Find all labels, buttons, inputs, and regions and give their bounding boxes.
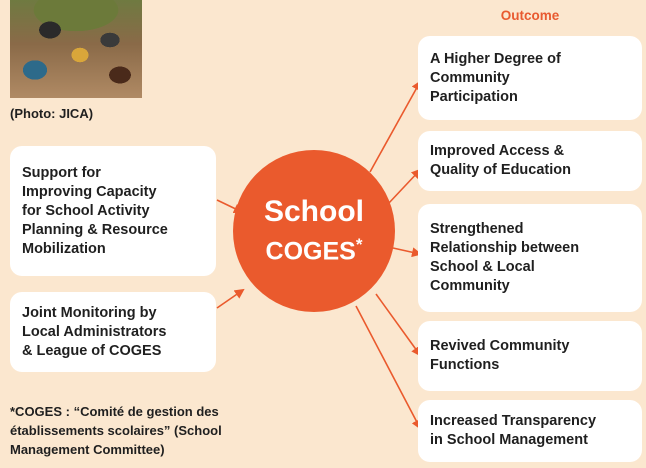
input-box-joint-monitoring: Joint Monitoring by Local Administrators…: [10, 292, 216, 372]
arrow-outcome-1: [369, 80, 421, 173]
center-title-line1: School: [263, 194, 364, 228]
photo-credit: (Photo: JICA): [10, 106, 94, 121]
outcome-box-transparency: Increased Transparency in School Managem…: [418, 400, 642, 462]
school-coges-circle: School COGES*: [233, 150, 395, 312]
outcome-label: A Higher Degree of Community Participati…: [430, 50, 561, 105]
arrow-outcome-2: [387, 168, 422, 205]
outcome-label: Improved Access & Quality of Education: [430, 143, 571, 178]
center-title-line2: COGES*: [266, 229, 363, 267]
arrow-outcome-5: [355, 305, 421, 430]
input-label-joint-monitoring: Joint Monitoring by Local Administrators…: [22, 304, 167, 359]
outcome-heading: Outcome: [500, 8, 560, 23]
photo-jica: [10, 0, 142, 98]
arrow-input-2: [216, 288, 245, 309]
coges-footnote: *COGES : “Comité de gestion des établiss…: [10, 404, 222, 457]
outcome-box-relationship: Strengthened Relationship between School…: [418, 204, 642, 312]
arrow-outcome-4: [375, 293, 422, 357]
outcome-label: Strengthened Relationship between School…: [430, 221, 580, 294]
input-label-capacity-support: Support for Improving Capacity for Schoo…: [22, 164, 168, 257]
outcome-box-community-participation: A Higher Degree of Community Participati…: [418, 36, 642, 120]
arrow-outcome-3: [392, 247, 422, 258]
outcome-box-access-quality: Improved Access & Quality of Education: [418, 131, 642, 191]
outcome-label: Revived Community Functions: [430, 338, 570, 373]
outcome-label: Increased Transparency in School Managem…: [430, 413, 597, 448]
center-coges-label: COGES: [265, 237, 356, 266]
outcome-box-community-functions: Revived Community Functions: [418, 321, 642, 391]
footnote-marker: *: [355, 234, 363, 254]
input-box-capacity-support: Support for Improving Capacity for Schoo…: [10, 146, 216, 276]
